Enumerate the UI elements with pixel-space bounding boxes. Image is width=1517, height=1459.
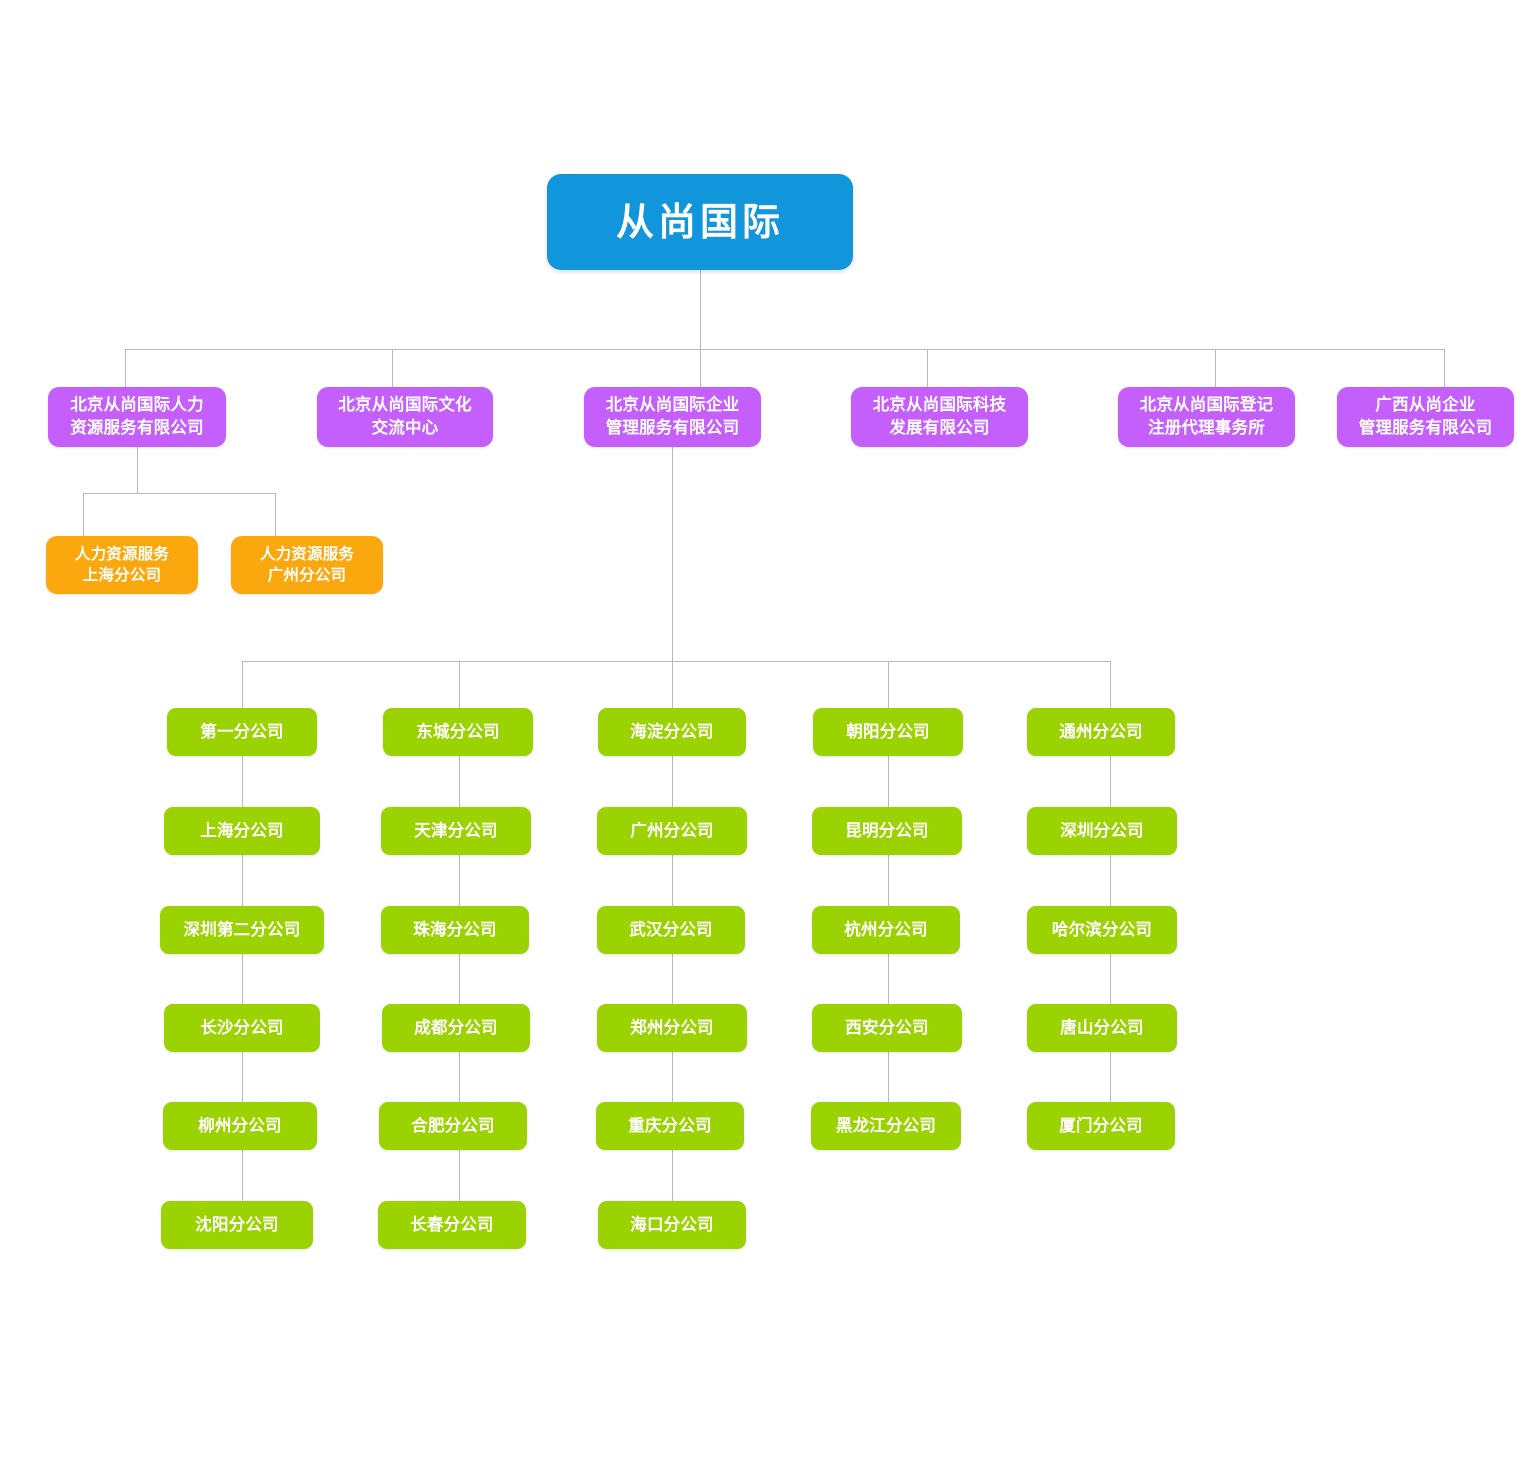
connector-level2-drop-3 <box>700 349 701 387</box>
branch-node[interactable]: 上海分公司 <box>164 807 320 855</box>
hr-branch-label: 人力资源服务 广州分公司 <box>259 544 355 584</box>
branch-node[interactable]: 长沙分公司 <box>164 1004 320 1052</box>
branch-node[interactable]: 成都分公司 <box>382 1004 530 1052</box>
branch-node-label: 第一分公司 <box>200 721 284 741</box>
level2-node-label: 北京从尚国际文化 交流中心 <box>338 395 472 437</box>
root-node[interactable]: 从尚国际 <box>547 174 853 270</box>
branch-node[interactable]: 深圳第二分公司 <box>160 906 324 954</box>
connector-green-column-4 <box>888 661 889 1143</box>
branch-node-label: 杭州分公司 <box>844 919 928 939</box>
connector-hr-bus <box>83 493 275 494</box>
level2-node-label: 北京从尚国际企业 管理服务有限公司 <box>605 395 740 437</box>
connector-green-column-5 <box>1110 661 1111 1143</box>
level2-node-culture[interactable]: 北京从尚国际文化 交流中心 <box>317 387 493 447</box>
branch-node[interactable]: 珠海分公司 <box>381 906 529 954</box>
branch-node-label: 沈阳分公司 <box>195 1214 279 1234</box>
level2-node-enterprise[interactable]: 北京从尚国际企业 管理服务有限公司 <box>584 387 761 447</box>
branch-node-label: 唐山分公司 <box>1060 1017 1144 1037</box>
branch-node-label: 西安分公司 <box>845 1017 929 1037</box>
connector-level2-drop-4 <box>927 349 928 387</box>
branch-node[interactable]: 武汉分公司 <box>597 906 745 954</box>
level2-node-registration[interactable]: 北京从尚国际登记 注册代理事务所 <box>1118 387 1295 447</box>
connector-hr-drop-1 <box>83 493 84 536</box>
branch-node[interactable]: 沈阳分公司 <box>161 1201 313 1249</box>
level2-node-label: 北京从尚国际登记 注册代理事务所 <box>1139 395 1274 437</box>
branch-node-label: 海淀分公司 <box>630 721 714 741</box>
branch-node-label: 广州分公司 <box>630 820 714 840</box>
branch-node-label: 长春分公司 <box>410 1214 494 1234</box>
branch-node[interactable]: 第一分公司 <box>167 708 317 756</box>
branch-node[interactable]: 海口分公司 <box>598 1201 746 1249</box>
branch-node[interactable]: 柳州分公司 <box>163 1102 317 1150</box>
branch-node[interactable]: 重庆分公司 <box>596 1102 744 1150</box>
connector-hr-drop-2 <box>275 493 276 536</box>
branch-node-label: 天津分公司 <box>414 820 498 840</box>
branch-node-label: 深圳分公司 <box>1060 820 1144 840</box>
level2-node-label: 北京从尚国际科技 发展有限公司 <box>872 395 1007 437</box>
level2-node-hr[interactable]: 北京从尚国际人力 资源服务有限公司 <box>48 387 226 447</box>
branch-node[interactable]: 合肥分公司 <box>379 1102 527 1150</box>
level2-node-guangxi[interactable]: 广西从尚企业 管理服务有限公司 <box>1337 387 1514 447</box>
connector-hr-stem <box>137 447 138 493</box>
branch-node[interactable]: 唐山分公司 <box>1027 1004 1177 1052</box>
connector-level2-drop-2 <box>392 349 393 387</box>
branch-node[interactable]: 长春分公司 <box>378 1201 526 1249</box>
connector-level2-drop-1 <box>125 349 126 387</box>
branch-node-label: 珠海分公司 <box>413 919 497 939</box>
connector-green-bus <box>242 661 1110 662</box>
branch-node-label: 上海分公司 <box>200 820 284 840</box>
branch-node[interactable]: 杭州分公司 <box>812 906 960 954</box>
level2-node-label: 广西从尚企业 管理服务有限公司 <box>1358 395 1493 437</box>
connector-level2-drop-5 <box>1215 349 1216 387</box>
branch-node[interactable]: 海淀分公司 <box>598 708 746 756</box>
hr-branch-label: 人力资源服务 上海分公司 <box>74 544 170 584</box>
connector-level2-drop-6 <box>1444 349 1445 387</box>
branch-node[interactable]: 郑州分公司 <box>597 1004 747 1052</box>
connector-root-stem <box>700 270 701 349</box>
branch-node-label: 柳州分公司 <box>198 1115 282 1135</box>
branch-node-label: 厦门分公司 <box>1059 1115 1143 1135</box>
root-node-label: 从尚国际 <box>615 199 784 244</box>
branch-node-label: 东城分公司 <box>416 721 500 741</box>
branch-node[interactable]: 哈尔滨分公司 <box>1027 906 1177 954</box>
branch-node-label: 黑龙江分公司 <box>835 1115 937 1135</box>
hr-branch-guangzhou[interactable]: 人力资源服务 广州分公司 <box>231 536 383 594</box>
hr-branch-shanghai[interactable]: 人力资源服务 上海分公司 <box>46 536 198 594</box>
branch-node-label: 长沙分公司 <box>200 1017 284 1037</box>
branch-node[interactable]: 天津分公司 <box>381 807 531 855</box>
branch-node-label: 朝阳分公司 <box>846 721 930 741</box>
branch-node-label: 成都分公司 <box>414 1017 498 1037</box>
branch-node-label: 深圳第二分公司 <box>183 919 301 939</box>
branch-node[interactable]: 通州分公司 <box>1027 708 1175 756</box>
branch-node-label: 通州分公司 <box>1059 721 1143 741</box>
branch-node-label: 合肥分公司 <box>411 1115 495 1135</box>
branch-node-label: 昆明分公司 <box>845 820 929 840</box>
connector-enterprise-stem <box>672 447 673 661</box>
branch-node[interactable]: 深圳分公司 <box>1027 807 1177 855</box>
branch-node[interactable]: 厦门分公司 <box>1027 1102 1175 1150</box>
branch-node[interactable]: 昆明分公司 <box>812 807 962 855</box>
branch-node[interactable]: 朝阳分公司 <box>813 708 963 756</box>
branch-node-label: 武汉分公司 <box>629 919 713 939</box>
level2-node-technology[interactable]: 北京从尚国际科技 发展有限公司 <box>851 387 1028 447</box>
branch-node[interactable]: 黑龙江分公司 <box>811 1102 961 1150</box>
branch-node[interactable]: 西安分公司 <box>812 1004 962 1052</box>
connector-level2-bus <box>125 349 1444 350</box>
branch-node-label: 哈尔滨分公司 <box>1051 919 1153 939</box>
branch-node[interactable]: 东城分公司 <box>383 708 533 756</box>
branch-node-label: 重庆分公司 <box>628 1115 712 1135</box>
branch-node-label: 海口分公司 <box>630 1214 714 1234</box>
branch-node[interactable]: 广州分公司 <box>597 807 747 855</box>
level2-node-label: 北京从尚国际人力 资源服务有限公司 <box>70 395 204 437</box>
branch-node-label: 郑州分公司 <box>630 1017 714 1037</box>
